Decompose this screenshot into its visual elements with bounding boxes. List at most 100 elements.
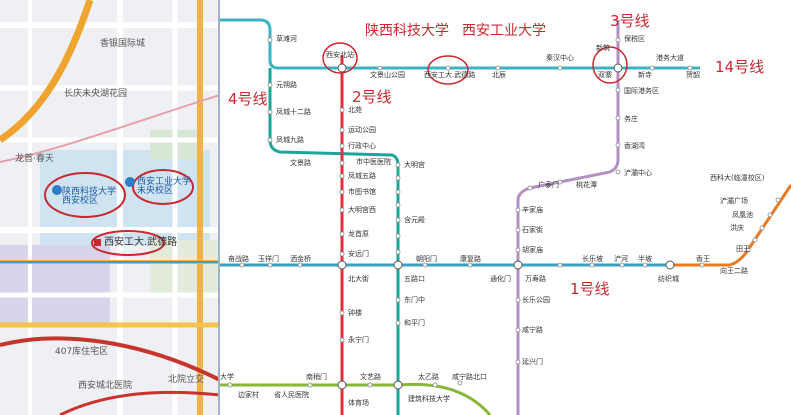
line14-label: 14号线	[715, 58, 765, 76]
station-label: 钟楼	[348, 309, 362, 317]
station-label: 永宁门	[348, 336, 369, 344]
station-label: 含元殿	[404, 216, 425, 224]
metro-lines	[220, 18, 791, 415]
station-label: 辛家庙	[522, 206, 543, 214]
station-label: 浐灞中心	[624, 169, 652, 177]
line3-path	[516, 20, 620, 415]
university-label: 陕西科技大学	[365, 23, 449, 39]
orange-road-1	[0, 0, 94, 143]
station-label: 草滩河	[276, 35, 297, 43]
station-label: 市中医医院	[356, 158, 391, 166]
station-label: 建筑科技大学	[408, 395, 450, 403]
station-label: 大学	[220, 373, 234, 381]
line14-path	[220, 18, 640, 70]
station-label: 北辰	[492, 71, 506, 79]
poi-pin	[52, 185, 62, 195]
station-label: 秦汉中心	[546, 54, 574, 62]
station-label: 体育场	[348, 399, 369, 407]
circle-shaanxi-keji	[44, 172, 126, 218]
circle-xian-gongye	[132, 169, 194, 205]
station-label: 半坡	[638, 255, 652, 263]
station-label: 凤城九路	[276, 136, 304, 144]
station-label: 北苑	[348, 106, 362, 114]
station-label: 安远门	[348, 250, 369, 258]
line4-label: 4号线	[228, 90, 268, 108]
poi-label: 407库住宅区	[55, 347, 109, 357]
station-label: 浐灞广场	[720, 197, 748, 205]
station-label: 新筑	[596, 44, 610, 52]
station-label: 南稍门	[306, 373, 327, 381]
station-label: 大明宫西	[348, 206, 376, 214]
poi-label: 北院立交	[168, 375, 205, 385]
station-label: 万寿路	[525, 275, 546, 283]
poi-pin	[125, 177, 135, 187]
station-label: 国际港务区	[624, 87, 659, 95]
station-label: 长乐公园	[522, 296, 550, 304]
station-label: 石家街	[522, 226, 543, 234]
station-label: 文艺路	[360, 373, 381, 381]
station-label: 通化门	[490, 275, 511, 283]
station-label: 凤城十二路	[276, 108, 311, 116]
station-label: 行政中心	[348, 142, 376, 150]
station-label: 运动公园	[348, 126, 376, 134]
station-label: 广泰门	[538, 181, 559, 189]
station-label: 胡家庙	[522, 246, 543, 254]
campus-label: 西安工业大学未央校区	[137, 177, 192, 196]
street-map-roads	[0, 0, 218, 415]
campus-label: 陕西科技大学西安校区	[62, 187, 117, 206]
station-label: 凤凰池	[732, 211, 753, 219]
station-label: 五路口	[404, 275, 425, 283]
station-label: 香湖湾	[624, 142, 645, 150]
metro-pin	[94, 239, 101, 246]
station-label: 龙首原	[348, 230, 369, 238]
station-label: 保税区	[624, 35, 645, 43]
station-label: 奋战路	[228, 255, 249, 263]
line4-path	[268, 68, 400, 415]
station-label: 北大街	[348, 275, 369, 283]
station-label: 洒金桥	[290, 255, 311, 263]
poi-label: 香银国际城	[100, 39, 146, 49]
circle-wudelu	[91, 230, 165, 256]
metro-map-panel: 3号线 14号线 4号线 2号线 1号线 陕西科技大学 西安工业大学 草滩河 西…	[220, 0, 791, 415]
station-label: 香王	[696, 255, 710, 263]
street-map-panel: 香银国际城 长庆未央湖花园 龙首·春天 陕西科技大学西安校区 西安工业大学未央校…	[0, 0, 220, 415]
circle-wudelu-station	[427, 55, 469, 85]
station-label: 省人民医院	[274, 391, 309, 399]
station-label: 务庄	[624, 115, 638, 123]
poi-label: 龙首·春天	[15, 154, 54, 164]
red-road	[0, 336, 218, 382]
line2-label: 2号线	[352, 88, 392, 106]
station-label: 西安北站	[326, 51, 354, 59]
line1-label: 1号线	[570, 280, 610, 298]
station-label: 长乐坡	[582, 255, 603, 263]
station-label: 洪庆	[730, 224, 744, 232]
station-label: 双寨	[598, 71, 612, 79]
station-label: 西科大(临潼校区)	[710, 174, 765, 182]
station-label: 边家村	[238, 391, 259, 399]
station-label: 西安工大.武德路	[104, 237, 178, 248]
station-label: 凤城五路	[348, 172, 376, 180]
line3-label: 3号线	[610, 12, 650, 30]
station-label: 纺织城	[658, 275, 679, 283]
station-label: 咸宁路	[522, 326, 543, 334]
station-label: 港务大道	[656, 54, 684, 62]
station-label: 贺韶	[686, 71, 700, 79]
station-label: 咸宁路北口	[452, 373, 487, 381]
station-label: 桃花潭	[576, 181, 597, 189]
circle-shuangzhai	[592, 46, 628, 84]
station-label: 东门中	[404, 296, 425, 304]
station-label: 市图书馆	[348, 188, 376, 196]
university-label: 西安工业大学	[462, 23, 546, 39]
station-label: 和平门	[404, 319, 425, 327]
station-label: 康复路	[460, 255, 481, 263]
station-label: 浐河	[614, 255, 628, 263]
poi-label: 西安城北医院	[78, 381, 133, 391]
green-area-2	[150, 240, 218, 295]
station-label: 延兴门	[522, 358, 543, 366]
station-label: 田王	[736, 245, 750, 253]
station-label: 太乙路	[418, 373, 439, 381]
station-label: 文景山公园	[370, 71, 405, 79]
station-label: 朝阳门	[416, 255, 437, 263]
station-label: 新寺	[638, 71, 652, 79]
